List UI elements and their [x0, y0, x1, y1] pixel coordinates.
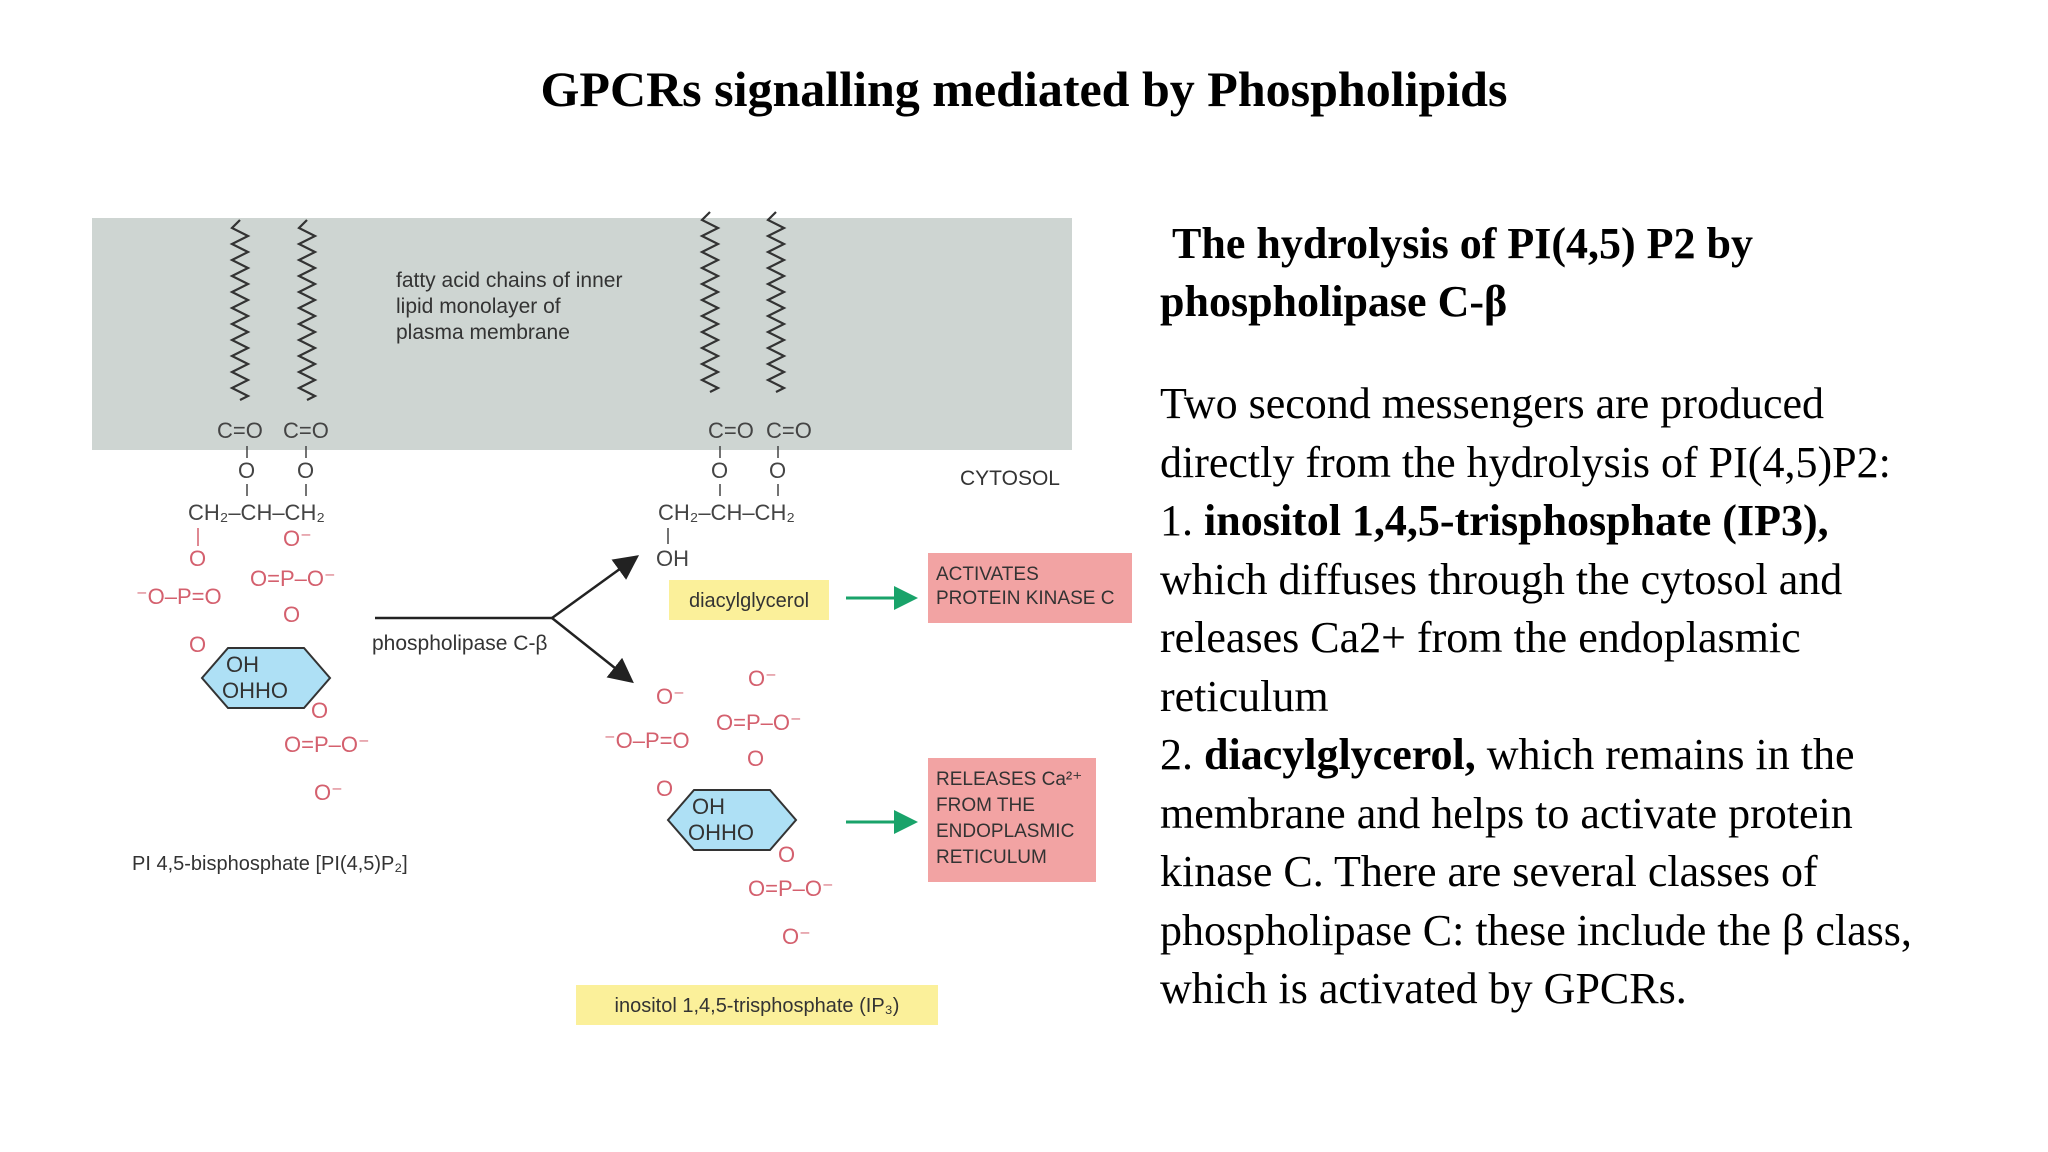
explanation-heading: The hydrolysis of PI(4,5) P2 by phosphol… — [1160, 215, 2020, 331]
body-line: reticulum — [1160, 671, 1329, 721]
ring-ohho-left: OHHO — [222, 678, 288, 703]
explanation-panel: The hydrolysis of PI(4,5) P2 by phosphol… — [1160, 215, 2020, 1019]
cytosol-label: CYTOSOL — [960, 467, 1060, 490]
ip3-phosphate-3: O=P–O⁻ — [748, 876, 834, 901]
dag-oxygen-2: O — [769, 458, 786, 483]
heading-line-2: phospholipase C-β — [1160, 277, 1508, 326]
pkc-effect-label: ACTIVATES PROTEIN KINASE C — [936, 564, 1114, 609]
ip3-label-box — [576, 985, 938, 1025]
ip3-bridge-o-2: O — [656, 776, 673, 801]
bridge-oxygen-3: O — [189, 632, 206, 657]
ring-ohho-right: OHHO — [688, 820, 754, 845]
inositol-ring-left — [200, 647, 332, 709]
carbonyl-2: C=O — [283, 418, 329, 443]
phospholipid-diagram: fatty acid chains of inner lipid monolay… — [92, 211, 1132, 1025]
dag-glycerol: CH₂–CH–CH₂ — [658, 500, 795, 525]
carbonyl-1: C=O — [217, 418, 263, 443]
phosphate-1: ⁻O–P=O — [136, 584, 222, 609]
body-line: Two second messengers are produced — [1160, 379, 1825, 428]
dag-carbonyl-1: C=O — [708, 418, 754, 443]
ip3-phosphate-2: O=P–O⁻ — [716, 710, 802, 735]
membrane-band — [92, 218, 1072, 450]
slide-title: GPCRs signalling mediated by Phospholipi… — [540, 61, 1508, 117]
heading-line-1: The hydrolysis of PI(4,5) P2 by — [1172, 219, 1754, 268]
ip3-o-minus-2: O⁻ — [748, 666, 777, 691]
dag-molecule: C=O C=O O O CH₂–CH–CH₂ OH — [656, 418, 812, 571]
inositol-ring-right — [666, 789, 798, 851]
ca-effect-label: RELEASES Ca²⁺ FROM THE ENDOPLASMIC RETIC… — [936, 769, 1088, 868]
substrate-label: PI 4,5-bisphosphate [PI(4,5)P₂] — [132, 853, 408, 875]
dag-carbonyl-2: C=O — [766, 418, 812, 443]
ip3-phosphate-1: ⁻O–P=O — [604, 728, 690, 753]
body-line: which diffuses through the cytosol and — [1160, 554, 1843, 604]
arrow-to-ip3 — [551, 617, 634, 684]
ca-effect-box — [928, 758, 1096, 882]
ip3-bridge-o-1: O — [747, 746, 764, 771]
ip3-bridge-o-3: O — [778, 842, 795, 867]
bridge-oxygen-2: O — [283, 602, 300, 627]
pip2-molecule: C=O C=O O O CH₂–CH–CH₂ — [188, 418, 329, 525]
ester-oxygen-1: O — [238, 458, 255, 483]
ip3-phosphates: O⁻ O⁻ ⁻O–P=O O=P–O⁻ O O O O=P–O⁻ O⁻ — [604, 666, 834, 949]
enzyme-label: phospholipase C-β — [372, 632, 548, 655]
glycerol-backbone: CH₂–CH–CH₂ — [188, 500, 325, 525]
ip3-label: inositol 1,4,5-trisphosphate (IP₃) — [615, 995, 900, 1017]
body-line: directly from the hydrolysis of PI(4,5)P… — [1160, 437, 1891, 487]
body-line: kinase C. There are several classes of — [1160, 847, 1818, 896]
bridge-oxygen-4: O — [311, 698, 328, 723]
body-line: 1. inositol 1,4,5-trisphosphate (IP3), — [1160, 496, 1829, 545]
o-minus-top: O⁻ — [283, 526, 312, 551]
dag-label-box — [669, 580, 829, 620]
body-line: releases Ca2+ from the endoplasmic — [1160, 613, 1801, 662]
arrow-to-dag — [551, 555, 640, 620]
explanation-body: Two second messengers are produced direc… — [1160, 375, 2020, 1019]
dag-label: diacylglycerol — [689, 590, 809, 612]
body-line: 2. diacylglycerol, which remains in the — [1160, 730, 1855, 779]
ip3-o-minus-3: O⁻ — [782, 924, 811, 949]
membrane-label: fatty acid chains of inner lipid monolay… — [396, 269, 628, 344]
body-line: membrane and helps to activate protein — [1160, 788, 1853, 838]
body-line: which is activated by GPCRs. — [1160, 964, 1687, 1013]
fatty-acid-chains — [229, 211, 787, 401]
pip2-phosphates: O⁻ O ⁻O–P=O O=P–O⁻ O O O O=P–O⁻ O⁻ — [136, 526, 370, 805]
o-minus-bottom: O⁻ — [314, 780, 343, 805]
pkc-effect-box — [928, 553, 1132, 623]
phosphate-2: O=P–O⁻ — [250, 566, 336, 591]
phosphate-3: O=P–O⁻ — [284, 732, 370, 757]
ring-oh-left: OH — [226, 652, 259, 677]
bridge-oxygen-1: O — [189, 546, 206, 571]
ring-oh-right: OH — [692, 794, 725, 819]
dag-oxygen-1: O — [711, 458, 728, 483]
ip3-o-minus-1: O⁻ — [656, 684, 685, 709]
ester-oxygen-2: O — [297, 458, 314, 483]
dag-hydroxyl: OH — [656, 546, 689, 571]
body-line: phospholipase C: these include the β cla… — [1160, 905, 1912, 955]
